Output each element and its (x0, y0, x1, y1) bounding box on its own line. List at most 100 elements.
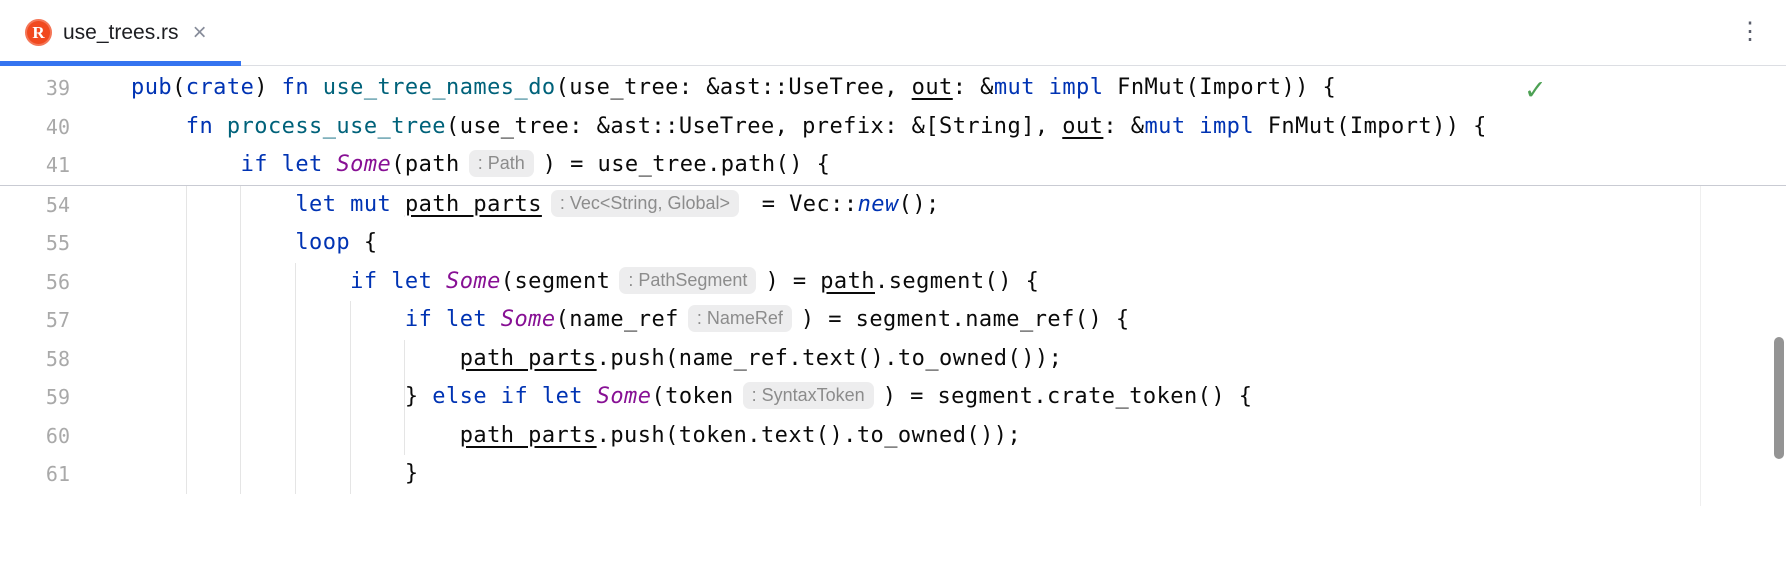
code-line[interactable]: 61 } (0, 455, 1786, 494)
code-segment: FnMut(Import)) { (1254, 113, 1487, 139)
code-segment: let (281, 152, 323, 177)
line-number[interactable]: 54 (45, 192, 70, 217)
line-number[interactable]: 58 (45, 346, 70, 371)
code-segment: } (131, 384, 433, 409)
code-segment: path_parts (459, 345, 597, 371)
code-line[interactable]: 58 path_parts.push(name_ref.text().to_ow… (0, 340, 1786, 379)
line-number[interactable]: 39 (45, 76, 70, 100)
code-segment (131, 423, 460, 448)
code-line[interactable]: 41 if let Some(path: Path) = use_tree.pa… (0, 146, 1786, 185)
code-segment (131, 152, 241, 177)
code-text: fn process_use_tree(use_tree: &ast::UseT… (70, 108, 1786, 147)
more-options-icon[interactable]: ⋮ (1738, 18, 1762, 45)
code-segment: ) = segment.name_ref() { (800, 307, 1130, 332)
code-segment: path (820, 268, 875, 294)
code-text: let mut path_parts: Vec<String, Global> … (70, 186, 1786, 225)
code-segment: ) = segment.crate_token() { (882, 384, 1253, 409)
line-number[interactable]: 61 (45, 462, 70, 486)
code-segment: mut (993, 75, 1035, 100)
inlay-type-hint[interactable]: : SyntaxToken (742, 382, 874, 409)
indent-guide (295, 262, 296, 494)
code-line[interactable]: 54 let mut path_parts : Vec<String, Globa… (0, 186, 1786, 225)
code-segment (391, 192, 405, 217)
code-area[interactable]: 54 let mut path_parts : Vec<String, Globa… (0, 185, 1786, 494)
code-segment: Some (336, 152, 392, 177)
code-segment: if (404, 307, 433, 332)
code-line[interactable]: 59 } else if let Some(token: SyntaxToken… (0, 378, 1786, 417)
code-segment: (path (391, 152, 460, 177)
code-segment: let (541, 384, 583, 409)
code-line[interactable]: 55 loop { (0, 224, 1786, 263)
code-segment: let (391, 268, 433, 294)
line-number[interactable]: 40 (45, 114, 70, 139)
close-tab-icon[interactable]: × (192, 18, 207, 46)
tab-title: use_trees.rs (63, 20, 179, 44)
code-segment (309, 75, 323, 100)
code-segment: path_parts (404, 191, 542, 217)
code-segment: ) = (765, 268, 821, 294)
code-text: if let Some(name_ref: NameRef) = segment… (70, 301, 1786, 340)
inspection-ok-icon[interactable]: ✓ (1524, 75, 1547, 106)
code-segment: { (350, 230, 378, 255)
vertical-scrollbar-thumb[interactable] (1774, 337, 1784, 459)
code-segment: out (1062, 113, 1104, 139)
line-number[interactable]: 59 (45, 385, 70, 409)
code-segment: ) = use_tree.path() { (542, 152, 831, 177)
code-line[interactable]: 60 path_parts.push(token.text().to_owned… (0, 417, 1786, 456)
code-segment (528, 384, 542, 409)
code-segment (131, 114, 186, 139)
code-segment: let (295, 191, 337, 217)
code-text: loop { (70, 224, 1786, 263)
code-segment: use_tree_names_do (322, 75, 556, 100)
code-segment: if (350, 268, 378, 294)
code-segment: path_parts (459, 422, 597, 448)
code-segment: fn (281, 75, 310, 100)
code-segment: loop (295, 230, 351, 255)
code-segment (131, 192, 295, 217)
indent-guide (240, 185, 241, 494)
code-segment (131, 307, 405, 332)
code-segment: else (432, 384, 488, 409)
code-segment: if (500, 384, 529, 409)
code-segment: mut (350, 191, 392, 217)
indent-guide (350, 300, 351, 494)
code-segment (487, 384, 501, 409)
inlay-type-hint[interactable]: : Vec<String, Global> (550, 189, 739, 217)
right-margin-guide (1700, 66, 1701, 506)
code-text: if let Some(segment: PathSegment) = path… (70, 263, 1786, 302)
code-segment (323, 152, 337, 177)
active-tab-indicator (0, 61, 241, 66)
inlay-type-hint[interactable]: : NameRef (687, 305, 792, 332)
code-segment: = Vec:: (748, 191, 858, 217)
line-number[interactable]: 60 (45, 423, 70, 448)
inlay-type-hint[interactable]: : Path (468, 150, 534, 177)
code-segment (378, 269, 392, 294)
rust-file-icon: R (25, 19, 52, 46)
code-segment: crate (185, 75, 255, 100)
code-segment: impl (1199, 113, 1255, 139)
code-line[interactable]: 57 if let Some(name_ref: NameRef) = segm… (0, 301, 1786, 340)
indent-guide (186, 185, 187, 494)
line-number[interactable]: 56 (45, 269, 70, 294)
line-number[interactable]: 41 (45, 153, 70, 177)
inlay-type-hint[interactable]: : PathSegment (619, 266, 757, 294)
code-segment: impl (1048, 75, 1104, 100)
line-number[interactable]: 55 (45, 231, 70, 255)
code-segment: Some (446, 268, 501, 294)
code-segment (131, 230, 295, 255)
code-segment: pub (131, 75, 173, 100)
code-segment (268, 152, 282, 177)
code-line[interactable]: 56 if let Some(segment: PathSegment) = p… (0, 263, 1786, 302)
code-text: } else if let Some(token: SyntaxToken) =… (70, 378, 1786, 417)
code-segment: .push(name_ref.text().to_owned()); (596, 345, 1063, 371)
code-segment: mut (1144, 113, 1186, 139)
code-segment: : & (952, 75, 994, 100)
line-number[interactable]: 57 (45, 308, 70, 332)
code-line[interactable]: 40 fn process_use_tree(use_tree: &ast::U… (0, 108, 1786, 147)
code-segment: (use_tree: &ast::UseTree, prefix: &[Stri… (446, 113, 1063, 139)
tab-use-trees-rs[interactable]: R use_trees.rs × (0, 0, 223, 65)
